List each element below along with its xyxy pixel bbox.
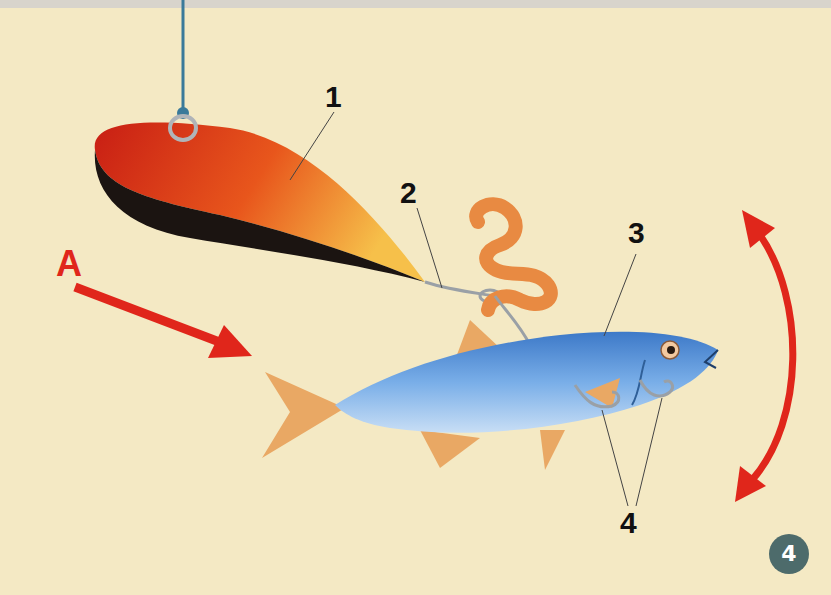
fish-eye — [661, 341, 679, 359]
leader-line — [602, 410, 628, 506]
direction-arrow — [75, 287, 222, 343]
split-ring — [170, 116, 196, 140]
spoon-dark-side — [95, 150, 425, 282]
figure-badge: 4 — [768, 533, 810, 575]
callout-number: 4 — [620, 508, 637, 538]
fish-pupil — [667, 346, 675, 354]
leader-line — [290, 112, 334, 180]
callout-number: 2 — [400, 178, 417, 208]
fishing-line — [182, 0, 185, 108]
direction-letter: A — [56, 246, 82, 282]
ventral-fin — [540, 430, 565, 470]
treble-hook — [575, 385, 619, 407]
anal-fin — [420, 430, 480, 468]
leader-line — [604, 254, 636, 336]
back-hook — [495, 296, 530, 345]
callout-number: 1 — [325, 82, 342, 112]
tail-fin — [262, 372, 345, 458]
arrow-head — [742, 210, 775, 248]
badge-circle — [769, 534, 809, 574]
bait-worm — [476, 204, 551, 310]
top-border — [0, 0, 831, 8]
callout-number: 3 — [628, 218, 645, 248]
leader-line — [417, 208, 442, 288]
treble-hook — [640, 380, 672, 396]
bait-fish — [335, 332, 718, 433]
fish-mouth — [705, 350, 718, 368]
arrow-head — [208, 325, 252, 358]
swing-arrow — [752, 235, 793, 480]
figure-number: 4 — [781, 543, 796, 565]
spoon-lure — [95, 123, 425, 282]
arrow-head — [735, 466, 766, 502]
leader-line — [636, 398, 662, 506]
wire-leader — [425, 282, 495, 296]
